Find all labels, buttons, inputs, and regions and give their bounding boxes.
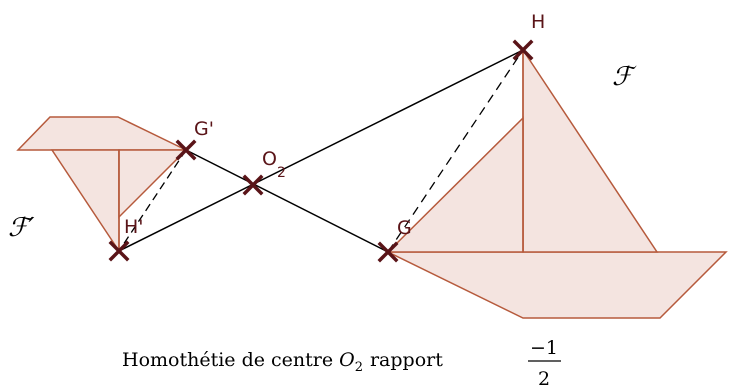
point-o2-cross — [242, 174, 264, 196]
label-figure-f: ℱ — [612, 62, 637, 92]
point-h-prime-cross — [108, 240, 130, 262]
f-prime-jib-sail — [118, 149, 188, 219]
f-prime-hull — [16, 116, 187, 151]
label-g: G — [397, 217, 412, 239]
f-prime-main-sail — [50, 149, 120, 254]
label-o2-base: O — [262, 148, 277, 170]
label-h-prime: H' — [124, 216, 144, 238]
caption-center-sub: 2 — [355, 360, 363, 375]
caption-ratio-word: rapport — [370, 349, 443, 371]
label-o2: O2 — [262, 148, 286, 181]
line-g-prime-to-g — [185, 149, 389, 253]
figure-f-prime-boat — [16, 116, 188, 254]
caption-numerator: −1 — [530, 337, 558, 359]
f-main-sail — [522, 47, 659, 253]
line-h-to-h-prime — [118, 49, 524, 252]
f-hull — [387, 251, 728, 319]
figure-f-boat — [386, 47, 728, 319]
caption-denominator: 2 — [538, 368, 550, 389]
caption-center-var: O — [339, 349, 355, 371]
label-h: H — [531, 11, 545, 33]
dashed-g-prime-h-prime — [118, 149, 187, 252]
label-o2-sub: 2 — [277, 165, 286, 181]
point-g-prime-cross — [175, 139, 197, 161]
point-g-cross — [377, 241, 399, 263]
point-h-cross — [512, 39, 534, 61]
label-g-prime: G' — [194, 118, 214, 140]
caption: Homothétie de centre O2 rapport — [122, 349, 443, 375]
caption-text: Homothétie de centre — [122, 349, 333, 371]
label-figure-f-prime: ℱ′ — [8, 213, 34, 243]
dashed-gh — [387, 49, 524, 253]
